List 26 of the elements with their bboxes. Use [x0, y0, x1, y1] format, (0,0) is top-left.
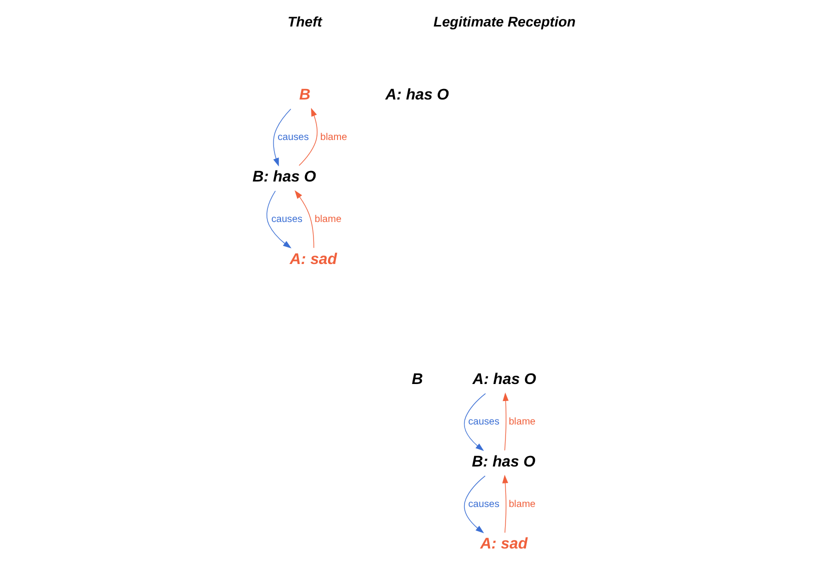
arrow: [502, 392, 509, 451]
edge-label: causes: [271, 214, 302, 226]
node-text: A: has O: [385, 86, 449, 104]
arrow: [294, 190, 314, 248]
edge-label: blame: [320, 132, 348, 143]
node-text: B: [412, 371, 423, 388]
arrow: [464, 476, 486, 534]
arrow: [298, 108, 318, 166]
edge-label: causes: [468, 498, 500, 510]
edge-label: blame: [508, 498, 536, 510]
label: Theft: [288, 13, 322, 30]
node-text: A: has O: [472, 371, 536, 388]
edge-label: blame: [314, 214, 342, 226]
label: Legitimate Reception: [434, 13, 576, 30]
arrow: [502, 474, 508, 534]
node-text: B: [299, 86, 310, 104]
node-text: B: has O: [472, 453, 536, 470]
node-text: A: sad: [290, 250, 337, 268]
arrow: [464, 393, 486, 451]
node-text: A: sad: [480, 536, 528, 553]
edge-label: causes: [278, 132, 309, 143]
arrow: [273, 108, 292, 167]
edge-label: blame: [508, 416, 536, 428]
edge-label: causes: [468, 416, 500, 428]
arrow: [266, 190, 292, 248]
node-text: B: has O: [252, 168, 316, 186]
